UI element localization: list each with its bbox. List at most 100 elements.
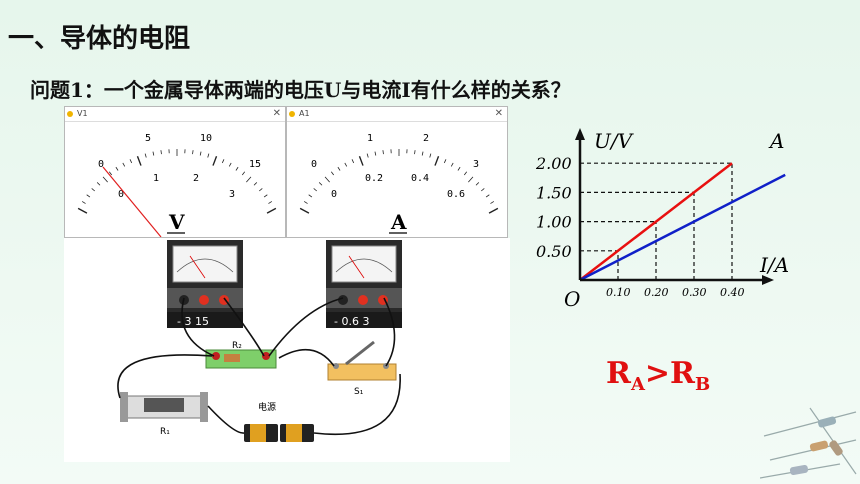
ammeter-device: - 0.6 3 xyxy=(326,240,402,328)
y-axis-arrow xyxy=(575,128,585,140)
switch-s1: S₁ xyxy=(327,340,397,397)
voltmeter-device: - 3 15 xyxy=(167,240,243,328)
dial-tick xyxy=(268,201,273,204)
dial-tick xyxy=(81,201,86,204)
dial-tick xyxy=(303,201,308,204)
dial-tick xyxy=(86,194,91,198)
ammeter-top-label: 1 xyxy=(367,133,373,144)
origin-label: O xyxy=(564,287,580,311)
dial-tick xyxy=(429,153,432,158)
dial-tick xyxy=(358,155,364,166)
rheostat-r1: R₁ xyxy=(120,392,208,437)
dial-tick xyxy=(485,194,490,198)
amp-terminal-labels: - 0.6 3 xyxy=(334,315,369,328)
dial-tick xyxy=(490,201,495,204)
dial-tick xyxy=(129,159,133,164)
dial-tick xyxy=(91,188,96,192)
r2-label: R₂ xyxy=(232,341,242,351)
y-axis-label: U/V xyxy=(594,129,635,153)
ammeter-top-label: 0 xyxy=(311,159,317,170)
circuit-diagram: - 3 15 - 0.6 3 R₂ xyxy=(64,238,510,462)
dial-tick xyxy=(136,155,142,166)
dial-tick xyxy=(212,155,218,166)
gt-symbol: > xyxy=(644,356,671,391)
ammeter-window[interactable]: A1 ✕ 0 1 2 3 0 0.2 0.4 0.6 A xyxy=(286,106,508,238)
voltmeter-bottom-label: 1 xyxy=(153,173,159,184)
series-line-A xyxy=(579,162,733,281)
dial-tick xyxy=(475,182,480,186)
x-axis-arrow xyxy=(762,275,774,285)
r1-label: R₁ xyxy=(160,427,170,437)
r-symbol: R xyxy=(670,356,695,391)
voltmeter-window-title: V1 xyxy=(77,109,88,118)
dial-tick xyxy=(318,182,323,186)
close-icon[interactable]: ✕ xyxy=(494,108,503,119)
voltmeter-needle xyxy=(102,166,162,237)
dial-tick xyxy=(266,207,277,214)
resistance-comparison: RA>RB xyxy=(606,356,710,395)
dial-tick xyxy=(241,171,246,176)
dial-tick xyxy=(344,162,348,167)
dial-tick xyxy=(480,188,485,192)
x-tick-label: 0.30 xyxy=(682,286,707,299)
voltmeter-window[interactable]: V1 ✕ 0 5 10 15 0 1 2 3 V xyxy=(64,106,286,238)
sub-b: B xyxy=(694,374,711,395)
dial-tick xyxy=(246,176,252,183)
dial-tick xyxy=(102,176,108,183)
series-label: A xyxy=(768,129,784,153)
ammeter-bottom-label: 0.4 xyxy=(411,173,429,184)
ammeter-bottom-label: 0 xyxy=(331,189,337,200)
voltmeter-bottom-label: 0 xyxy=(118,189,124,200)
y-tick-label: 1.50 xyxy=(536,183,572,202)
question-text: 问题1：一个金属导体两端的电压U与电流I有什么样的关系？ xyxy=(30,78,571,102)
dial-tick xyxy=(160,150,162,155)
dial-tick xyxy=(207,153,210,158)
source-label: 电源 xyxy=(258,401,276,413)
dial-tick xyxy=(443,159,447,164)
dial-tick xyxy=(463,171,468,176)
ammeter-window-title: A1 xyxy=(299,109,310,118)
x-axis-label: I/A xyxy=(759,253,789,277)
series-line-B xyxy=(579,173,786,282)
wires xyxy=(117,297,401,435)
y-tick-label: 0.50 xyxy=(536,242,572,261)
ammeter-titlebar: A1 ✕ xyxy=(287,107,507,122)
close-icon[interactable]: ✕ xyxy=(272,108,281,119)
battery: 电源 xyxy=(244,401,314,442)
dial-tick xyxy=(228,162,232,167)
dial-tick xyxy=(258,188,263,192)
window-icon xyxy=(289,111,295,117)
ammeter-dial: 0 1 2 3 0 0.2 0.4 0.6 A xyxy=(299,133,499,234)
x-tick-label: 0.10 xyxy=(606,286,631,299)
dial-tick xyxy=(299,207,310,214)
resistor-decoration-icon xyxy=(760,407,857,479)
dial-tick xyxy=(421,151,424,156)
y-tick-label: 1.00 xyxy=(536,213,572,232)
volt-terminal-labels: - 3 15 xyxy=(177,315,209,328)
dial-tick xyxy=(253,182,258,186)
dial-tick xyxy=(313,188,318,192)
ammeter-bottom-label: 0.6 xyxy=(447,189,465,200)
dial-tick xyxy=(152,151,155,156)
voltmeter-titlebar: V1 ✕ xyxy=(65,107,285,122)
ammeter-top-label: 2 xyxy=(423,133,429,144)
dial-tick xyxy=(192,150,194,155)
ammeter-unit: A xyxy=(390,210,407,234)
dial-tick xyxy=(351,159,355,164)
voltmeter-bottom-label: 3 xyxy=(229,189,235,200)
voltmeter-top-label: 5 xyxy=(145,133,151,144)
voltmeter-top-label: 15 xyxy=(249,159,261,170)
dial-tick xyxy=(374,151,377,156)
sub-a: A xyxy=(630,374,645,395)
voltmeter-top-label: 10 xyxy=(200,133,212,144)
page-title: 一、导体的电阻 xyxy=(8,24,191,54)
dial-tick xyxy=(308,194,313,198)
dial-tick xyxy=(144,153,147,158)
window-icon xyxy=(67,111,73,117)
dial-tick xyxy=(221,159,225,164)
x-tick-label: 0.40 xyxy=(720,286,745,299)
dial-tick xyxy=(414,150,416,155)
dial-tick xyxy=(235,166,239,171)
dial-tick xyxy=(450,162,454,167)
